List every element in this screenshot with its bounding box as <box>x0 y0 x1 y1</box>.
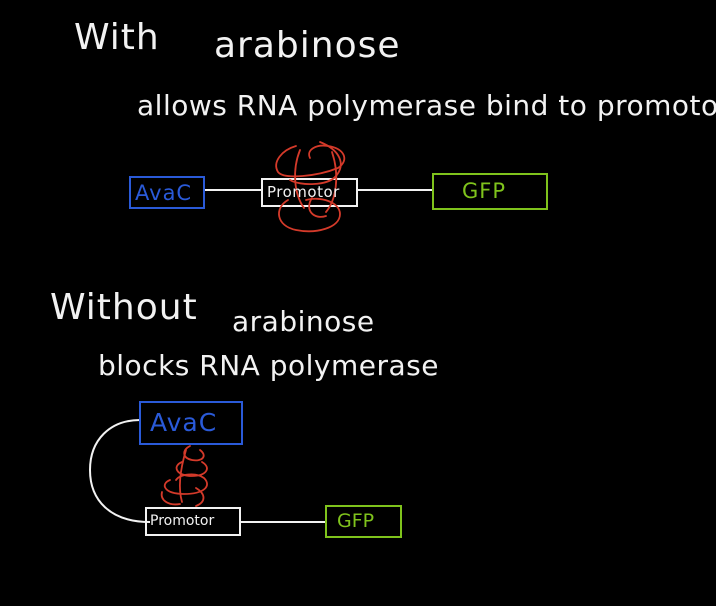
with-avac-box <box>129 176 205 209</box>
with-heading: With <box>74 17 160 58</box>
without-arabinose-label: arabinose <box>232 305 375 338</box>
with-avac-label: AvaC <box>135 181 193 205</box>
without-gfp-box <box>325 505 402 538</box>
without-avac-box <box>139 401 243 445</box>
without-rna-polymerase-scribble <box>160 445 208 507</box>
with-gfp-box <box>432 173 548 210</box>
without-avac-label: AvaC <box>150 408 218 437</box>
without-note: blocks RNA polymerase <box>98 349 439 382</box>
without-loop-line <box>88 419 151 523</box>
with-note: allows RNA polymerase bind to promotor <box>137 89 716 122</box>
without-heading: Without <box>50 287 198 328</box>
with-rna-polymerase-scribble <box>275 141 346 233</box>
with-promotor-label: Promotor <box>267 183 340 201</box>
without-gfp-label: GFP <box>337 510 375 532</box>
without-promotor-box <box>145 507 241 536</box>
with-gfp-label: GFP <box>462 179 507 203</box>
with-arabinose-label: arabinose <box>214 25 401 66</box>
without-promotor-label: Promotor <box>150 513 215 529</box>
